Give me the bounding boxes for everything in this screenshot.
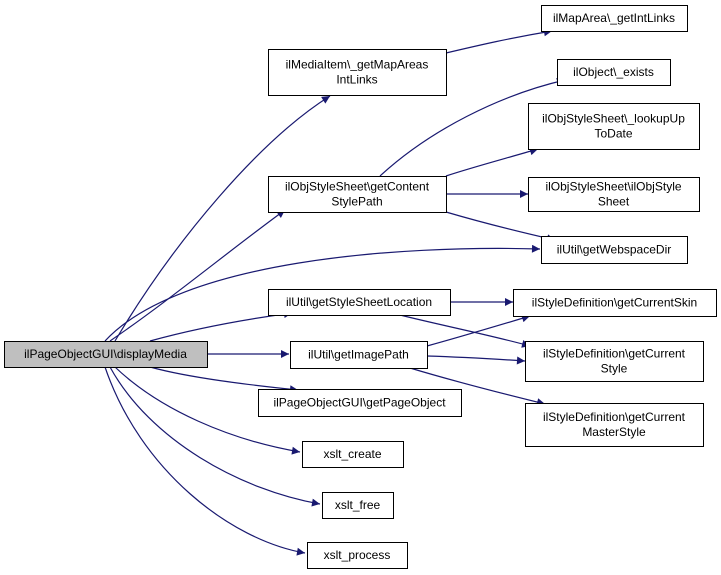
node-box	[557, 59, 671, 86]
node-box	[541, 236, 688, 264]
node-label: ilMediaItem\_getMapAreas	[286, 58, 429, 72]
nodes: ilPageObjectGUI\displayMedia ilMediaItem\…	[4, 5, 717, 569]
node-box	[268, 289, 451, 316]
edge-root-to-getcontentstylepath	[109, 209, 286, 342]
edge-getcontentstylepath-to-objexists	[379, 77, 566, 177]
edge-root-to-getpageobject	[149, 366, 299, 394]
node-xsltcreate[interactable]: xslt_create	[302, 441, 404, 468]
node-label: IntLinks	[336, 73, 377, 87]
node-box	[4, 341, 208, 368]
node-box	[525, 403, 704, 447]
node-box	[322, 492, 394, 519]
node-label: MasterStyle	[582, 425, 646, 439]
node-label: ilMapArea\_getIntLinks	[553, 11, 675, 25]
node-xsltfree[interactable]: xslt_free	[322, 492, 394, 519]
node-objexists[interactable]: ilObject\_exists	[557, 59, 671, 86]
node-label: xslt_process	[324, 548, 391, 562]
edge-getmapareas-to-mapareaintlinks	[445, 28, 553, 54]
node-box	[541, 5, 688, 32]
node-label: ilObject\_exists	[573, 65, 654, 79]
node-label: ilStyleDefinition\getCurrent	[543, 410, 686, 424]
edge-root-to-xsltcreate	[114, 366, 301, 455]
edge-root-to-xsltfree	[109, 366, 321, 507]
node-label: ilUtil\getWebspaceDir	[557, 243, 672, 257]
node-box	[268, 176, 447, 213]
node-box	[513, 289, 717, 317]
node-box	[525, 341, 704, 382]
node-label: ilPageObjectGUI\displayMedia	[24, 347, 187, 361]
node-label: ilStyleDefinition\getCurrent	[543, 347, 686, 361]
node-label: ToDate	[594, 127, 632, 141]
edge-root-to-getstylesheetlocation	[149, 310, 293, 342]
node-label: ilObjStyleSheet\_lookupUp	[542, 112, 685, 126]
node-getcurrentskin[interactable]: ilStyleDefinition\getCurrentSkin	[513, 289, 717, 317]
node-label: Sheet	[598, 195, 630, 209]
node-getwebspacedir[interactable]: ilUtil\getWebspaceDir	[541, 236, 688, 264]
node-box	[302, 441, 404, 468]
node-root[interactable]: ilPageObjectGUI\displayMedia	[4, 341, 208, 368]
node-mapareaintlinks[interactable]: ilMapArea\_getIntLinks	[541, 5, 688, 32]
node-label: ilObjStyleSheet\getContent	[285, 180, 430, 194]
node-label: ilPageObjectGUI\getPageObject	[273, 396, 446, 410]
edge-getcontentstylepath-to-lookupuptodate	[445, 147, 539, 177]
edge-root-to-getmapareas	[114, 95, 331, 342]
node-label: Style	[601, 362, 628, 376]
node-getimagepath[interactable]: ilUtil\getImagePath	[290, 341, 428, 369]
node-box	[307, 542, 408, 569]
node-label: StylePath	[331, 195, 382, 209]
node-label: ilUtil\getImagePath	[308, 348, 409, 362]
node-label: ilObjStyleSheet\ilObjStyle	[545, 180, 681, 194]
edge-root-to-getwebspacedir	[104, 244, 541, 342]
node-xsltprocess[interactable]: xslt_process	[307, 542, 408, 569]
edge-getstylesheetlocation-to-getcurrentstyle	[399, 314, 531, 348]
edge-getcontentstylepath-to-getwebspacedir	[445, 211, 556, 243]
node-box	[290, 341, 428, 369]
node-getpageobject[interactable]: ilPageObjectGUI\getPageObject	[258, 389, 462, 417]
node-box	[528, 177, 700, 212]
node-label: ilUtil\getStyleSheetLocation	[286, 295, 432, 309]
edge-getimagepath-to-getcurrentmasterstyle	[409, 367, 546, 406]
node-ilobjstylesheet[interactable]: ilObjStyleSheet\ilObjStyleSheet	[528, 177, 700, 212]
node-getstylesheetlocation[interactable]: ilUtil\getStyleSheetLocation	[268, 289, 451, 316]
node-label: ilStyleDefinition\getCurrentSkin	[532, 296, 697, 310]
node-label: xslt_free	[335, 498, 381, 512]
node-box	[528, 103, 700, 150]
node-box	[258, 389, 462, 417]
edge-getimagepath-to-getcurrentskin	[426, 314, 531, 347]
node-label: xslt_create	[323, 447, 381, 461]
edge-root-to-xsltprocess	[104, 366, 306, 556]
edge-getimagepath-to-getcurrentstyle	[426, 355, 526, 365]
node-box	[268, 49, 447, 96]
